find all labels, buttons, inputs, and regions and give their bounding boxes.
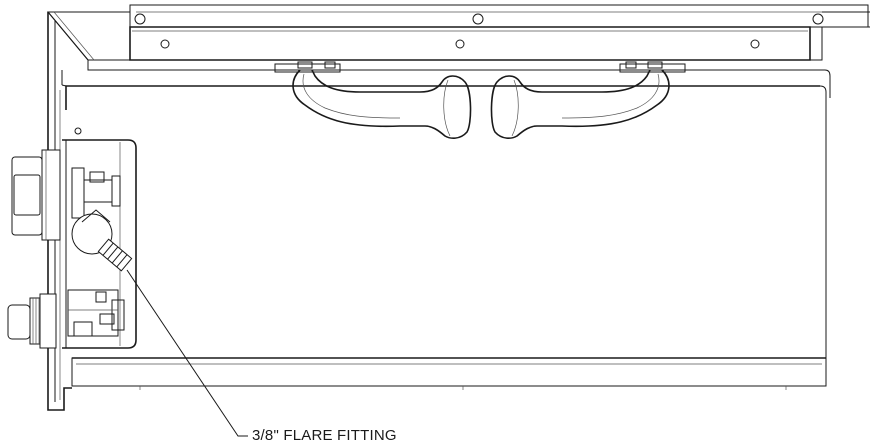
tube-brackets [275,62,685,72]
gas-valve [72,168,120,254]
igniter-module [68,290,124,336]
rail-rivet [813,14,823,24]
top-rail [130,5,870,27]
rail-rivet [135,14,145,24]
plate-hole [456,40,464,48]
manifold-tube-left [293,70,471,138]
flare-fitting-label: 3/8" FLARE FITTING [252,427,397,444]
control-knob [12,150,60,240]
manifold-tube-right [491,70,669,138]
plate-hole [161,40,169,48]
burner-cover-plate [130,27,822,60]
housing [62,70,830,390]
leader-line [127,270,248,436]
plate-hole [751,40,759,48]
corner-gusset [48,12,825,70]
igniter-knob [8,294,56,348]
flare-fitting [98,239,131,271]
box-screw [75,128,81,134]
rail-rivet [473,14,483,24]
